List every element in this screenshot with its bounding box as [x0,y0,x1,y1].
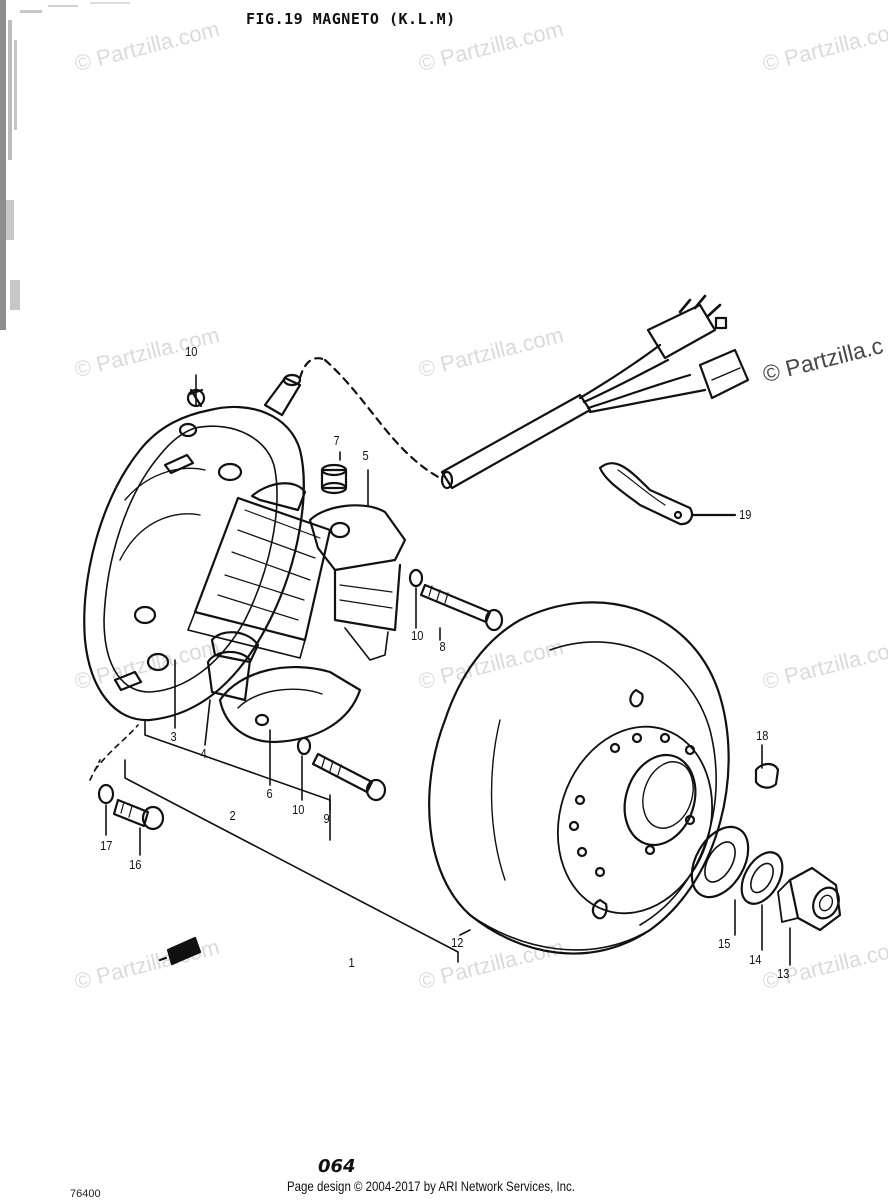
clamp-19 [598,462,737,526]
callout-17: 17 [100,838,113,853]
front-arrow-icon [158,936,202,966]
scan-noise [0,0,130,330]
callout-5: 5 [362,448,369,463]
callout-14: 14 [749,952,762,967]
callout-7: 7 [333,433,340,448]
callout-1: 1 [348,955,355,970]
washer-15 [690,825,750,899]
corner-code: 76400 [70,1188,101,1200]
leader-lines [89,374,791,966]
callout-13: 13 [777,966,790,981]
callout-16: 16 [129,857,142,872]
bushing-7 [320,463,348,495]
callout-2: 2 [229,808,236,823]
callout-9: 9 [323,811,330,826]
footer-copyright: Page design © 2004-2017 by ARI Network S… [287,1178,575,1194]
callout-19: 19 [739,507,752,522]
callout-6: 6 [266,786,273,801]
callout-10a: 10 [411,628,424,643]
callout-4: 4 [200,746,207,761]
pulser-coil [206,650,362,744]
bolt-9 [296,736,387,802]
stator-coil [187,482,332,664]
callout-3: 3 [170,729,177,744]
callout-8: 8 [439,639,446,654]
wiring-harness [298,294,750,490]
washer-14 [740,851,784,905]
callout-11: 10 [185,344,198,359]
callout-12: 12 [451,935,464,950]
bolt-8 [408,568,504,632]
figure-title: FIG.19 MAGNETO (K.L.M) [246,10,456,28]
nut-13 [777,866,842,932]
callout-15: 15 [718,936,731,951]
flywheel-rotor [428,601,730,955]
callout-10b: 10 [292,802,305,817]
key-18 [754,762,780,789]
stator-plate [83,373,305,722]
callout-18: 18 [756,728,769,743]
page-number: 064 [318,1156,356,1177]
charging-coil [308,504,407,661]
screw-16 [97,783,165,831]
